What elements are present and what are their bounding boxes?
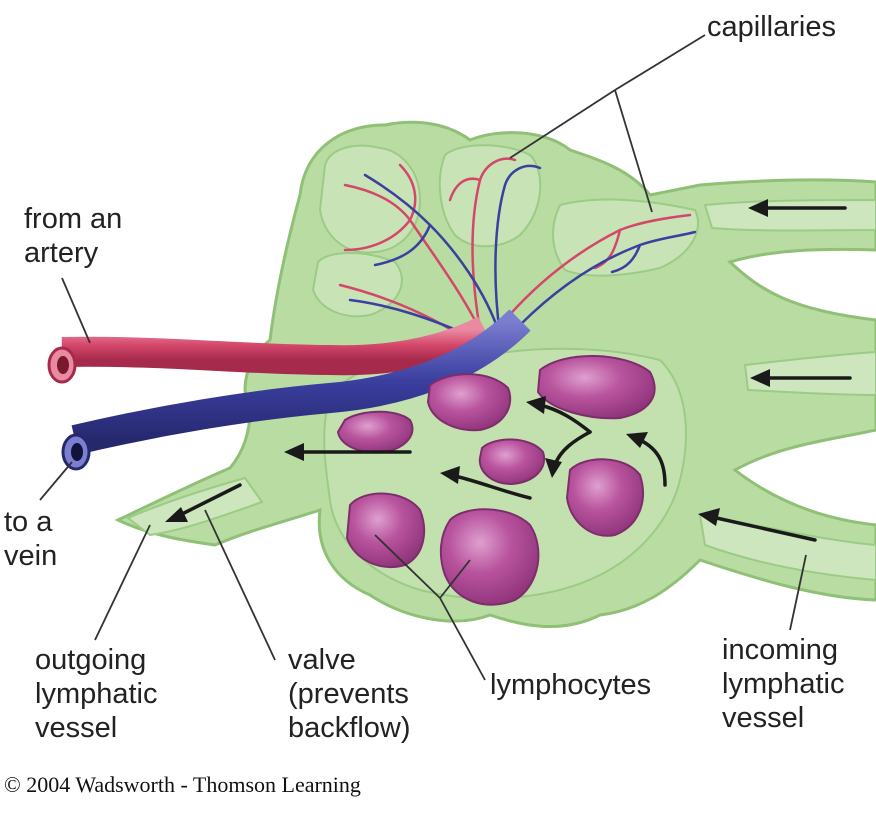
vein-tube [71,309,531,455]
leader-artery [61,277,91,344]
label-capillaries: capillaries [707,10,836,44]
label-incoming-line-2: lymphatic [722,668,845,700]
incoming-vessel-top [703,199,876,232]
label-valve-line-1: valve [288,644,356,676]
label-incoming-line-3: vessel [722,702,805,734]
artery-lumen [57,356,69,374]
label-valve-line-2: (prevents [288,678,409,710]
leader-lymphocytes-b [439,559,471,599]
flow-arrow [165,483,242,522]
label-valve-line-3: backflow) [288,712,411,744]
label-incoming-lymphatic-vessel: incoming lymphatic vessel [722,633,845,735]
flow-arrows [165,199,852,542]
flow-arrow [526,396,592,434]
leader-lines [39,34,807,681]
lymphocyte [536,355,656,420]
leader-capillaries-a [509,89,616,159]
flow-arrow [545,430,592,478]
leader-incoming [789,554,807,631]
vein [61,309,531,471]
label-incoming-line-1: incoming [722,634,839,666]
lymphocyte [345,492,426,568]
lymphocytes-cluster [336,355,656,606]
flow-arrow [440,466,532,500]
label-from-artery-line-1: from an [24,203,123,235]
leader-lymphocytes-a [374,534,441,599]
flow-arrow [750,369,852,387]
flow-arrow [626,432,667,487]
leader-lymphocytes [439,597,486,681]
leader-outgoing [94,524,151,641]
label-capillaries-text: capillaries [707,11,836,43]
label-to-vein-line-1: to a [4,506,53,538]
label-from-artery-line-2: artery [24,237,99,269]
lymphocyte [426,373,512,432]
leader-capillaries-b [614,89,653,213]
artery [47,316,492,384]
flow-arrow [284,443,412,461]
label-outgoing-lymphatic-vessel: outgoing lymphatic vessel [35,643,158,745]
flow-arrow [748,199,847,217]
capillaries-network [338,157,697,340]
artery-tube [61,316,492,376]
lymphocyte [478,438,546,486]
leader-vein [39,461,73,501]
label-lymphocytes-text: lymphocytes [490,669,652,701]
label-to-vein: to a vein [4,505,57,573]
label-outgoing-line-2: lymphatic [35,678,158,710]
incoming-vessel-middle [743,350,876,397]
lymphocyte [336,410,414,454]
label-outgoing-line-3: vessel [35,712,118,744]
lymphocyte [439,508,540,606]
flow-arrow [698,508,817,542]
label-from-artery: from an artery [24,202,122,270]
label-valve: valve (prevents backflow) [288,643,411,745]
chamber-left [311,252,403,318]
chamber-upper [318,144,422,254]
lymphocyte [565,458,644,537]
label-outgoing-line-1: outgoing [35,644,147,676]
label-to-vein-line-2: vein [4,540,58,572]
label-lymphocytes: lymphocytes [490,668,651,702]
leader-capillaries [614,34,706,91]
copyright-credit: © 2004 Wadsworth - Thomson Learning [4,772,361,797]
vein-lumen [71,443,83,461]
leader-valve [204,509,276,661]
